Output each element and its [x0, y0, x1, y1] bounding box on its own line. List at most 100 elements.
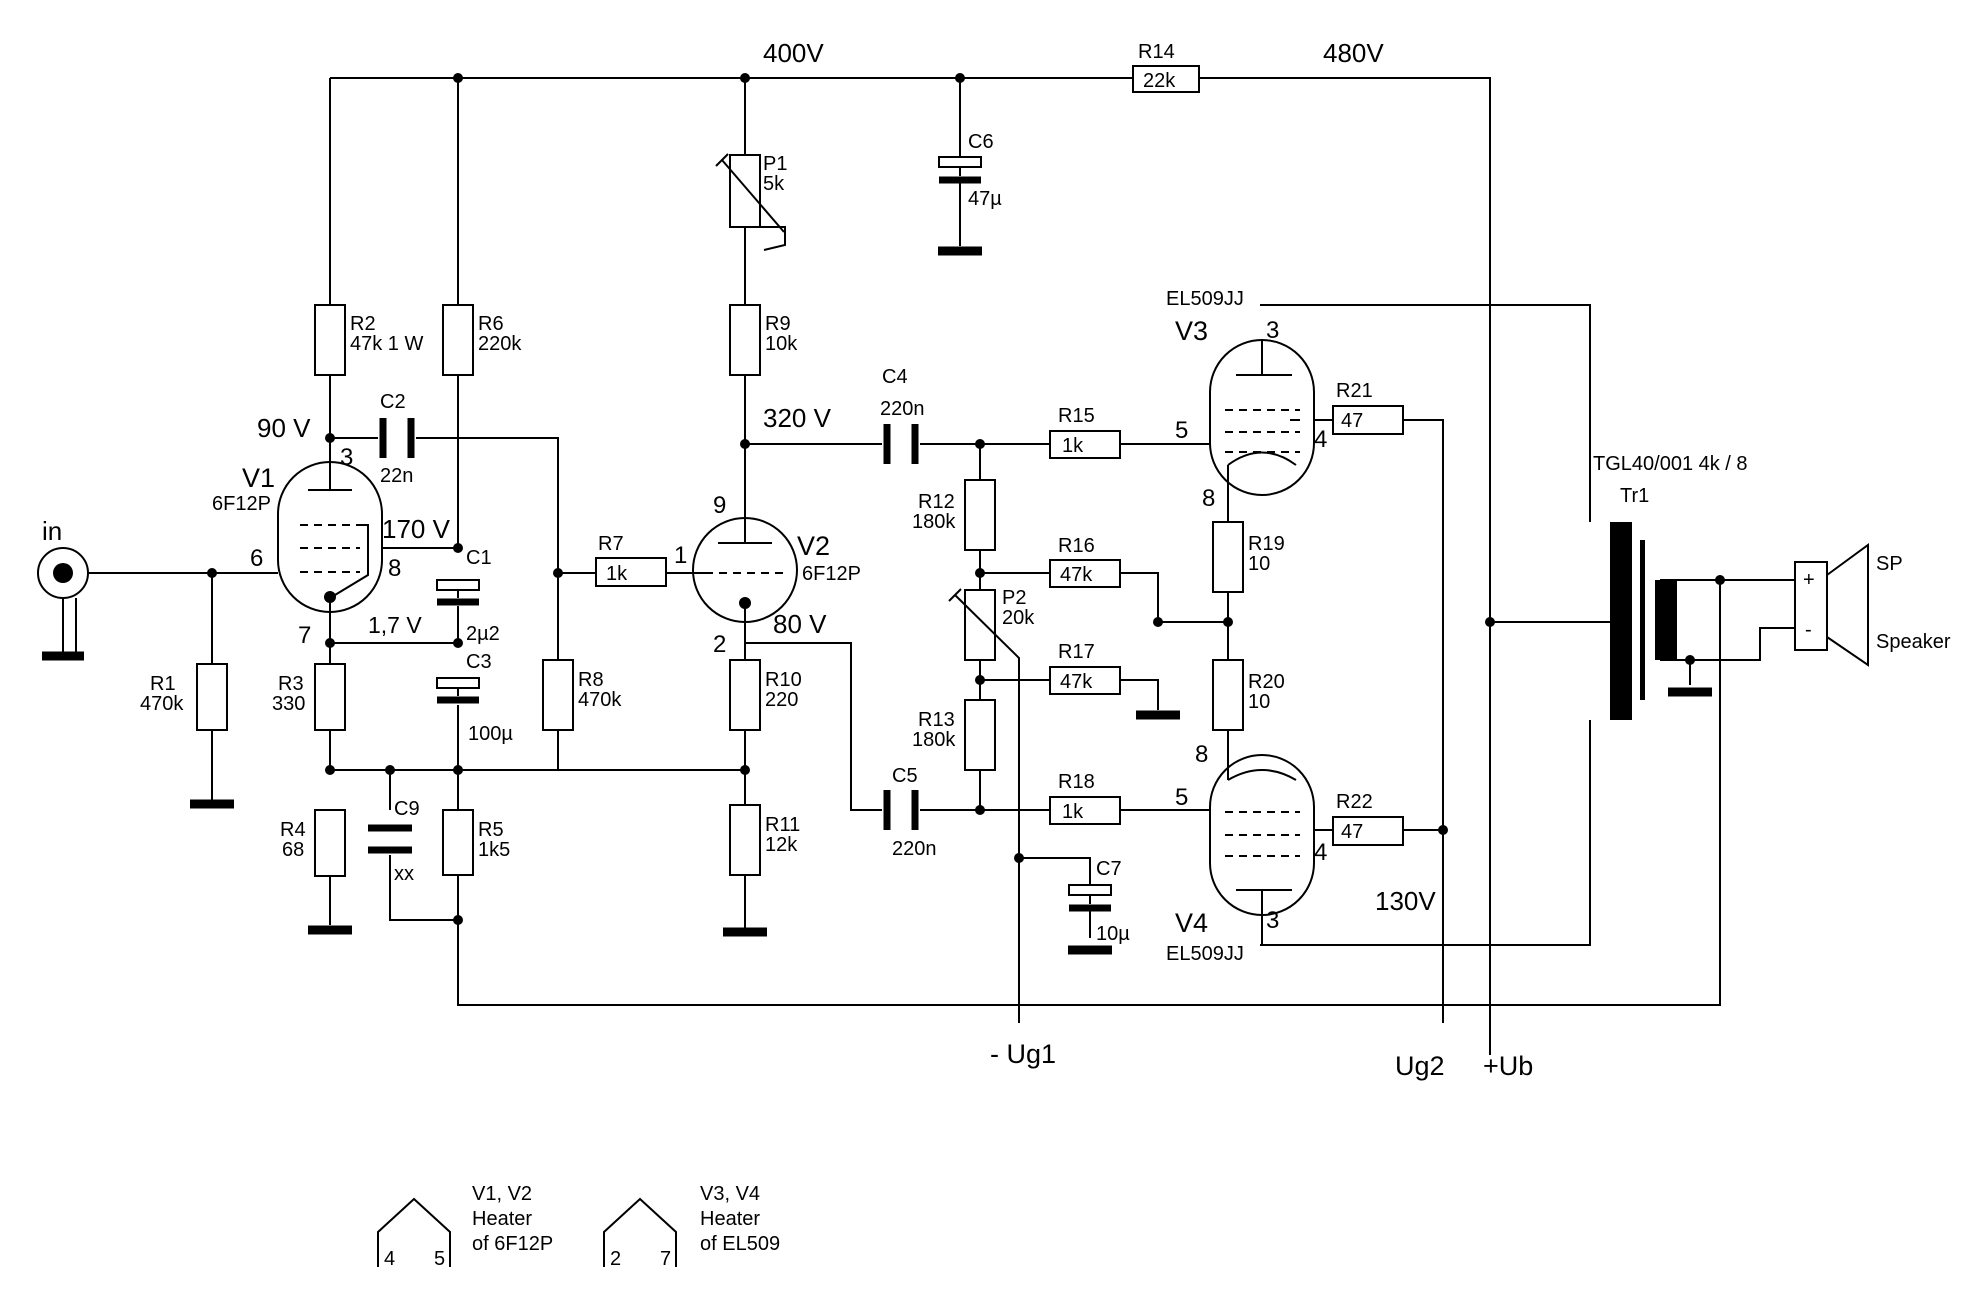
svg-text:1: 1 — [674, 542, 687, 569]
resistor-r6 — [442, 304, 474, 376]
resistor-r7 — [595, 557, 667, 587]
svg-text:1k: 1k — [1062, 435, 1084, 457]
svg-text:20k: 20k — [1002, 607, 1035, 629]
svg-text:C2: C2 — [380, 391, 406, 413]
svg-text:C5: C5 — [892, 765, 918, 787]
svg-text:47k: 47k — [1060, 671, 1093, 693]
svg-text:R19: R19 — [1248, 533, 1285, 555]
svg-text:1k5: 1k5 — [478, 839, 510, 861]
resistor-r16 — [1049, 559, 1121, 588]
svg-text:47: 47 — [1341, 410, 1363, 432]
capacitor-c1 — [436, 579, 480, 606]
svg-text:2: 2 — [713, 631, 726, 658]
terminal-ug1: - Ug1 — [990, 1039, 1056, 1069]
speaker-symbol — [1700, 543, 1869, 667]
svg-text:P2: P2 — [1002, 587, 1026, 609]
resistor-r15 — [1049, 430, 1121, 459]
svg-text:R22: R22 — [1336, 791, 1373, 813]
tube-v3 — [1209, 339, 1315, 496]
svg-text:R12: R12 — [918, 491, 955, 513]
svg-text:47k 1 W: 47k 1 W — [350, 333, 423, 355]
svg-text:220n: 220n — [892, 838, 937, 860]
svg-text:R16: R16 — [1058, 535, 1095, 557]
capacitor-c4 — [883, 424, 919, 464]
svg-text:C3: C3 — [466, 651, 492, 673]
svg-text:5: 5 — [1175, 784, 1188, 811]
svg-text:C9: C9 — [394, 798, 420, 820]
svg-text:Heater: Heater — [472, 1208, 532, 1230]
svg-text:220k: 220k — [478, 333, 522, 355]
svg-text:4: 4 — [1314, 839, 1327, 866]
svg-text:C6: C6 — [968, 131, 994, 153]
terminal-ub: +Ub — [1483, 1051, 1533, 1081]
input-jack — [37, 547, 89, 656]
svg-text:2µ2: 2µ2 — [466, 623, 500, 645]
svg-text:+: + — [1803, 569, 1815, 591]
svg-text:R15: R15 — [1058, 405, 1095, 427]
svg-text:R7: R7 — [598, 533, 624, 555]
svg-text:5: 5 — [434, 1248, 445, 1270]
tube-v4-name: V4 — [1175, 908, 1208, 938]
tube-v4-type: EL509JJ — [1166, 943, 1244, 965]
resistor-r8 — [542, 659, 574, 731]
svg-text:10: 10 — [1248, 691, 1270, 713]
capacitor-c3 — [436, 677, 480, 704]
resistor-r11 — [729, 804, 761, 876]
resistor-r2 — [314, 304, 346, 376]
svg-text:180k: 180k — [912, 511, 956, 533]
svg-text:470k: 470k — [140, 693, 184, 715]
wires — [75, 77, 1795, 1055]
resistor-r22 — [1332, 816, 1404, 846]
svg-text:10: 10 — [1248, 553, 1270, 575]
svg-text:100µ: 100µ — [468, 723, 513, 745]
capacitors — [368, 156, 1112, 912]
svg-text:xx: xx — [394, 863, 414, 885]
resistor-r4 — [314, 809, 346, 877]
svg-text:22k: 22k — [1143, 70, 1176, 92]
svg-text:3: 3 — [340, 444, 353, 471]
svg-text:22n: 22n — [380, 465, 413, 487]
resistor-r18 — [1049, 796, 1121, 825]
svg-text:1k: 1k — [606, 563, 628, 585]
svg-text:R8: R8 — [578, 669, 604, 691]
tube-v2-name: V2 — [797, 531, 830, 561]
capacitor-c7 — [1068, 884, 1112, 912]
tube-v3-name: V3 — [1175, 316, 1208, 346]
svg-text:470k: 470k — [578, 689, 622, 711]
pot-arrows — [715, 153, 1020, 680]
svg-text:R18: R18 — [1058, 771, 1095, 793]
svg-text:P1: P1 — [763, 153, 787, 175]
svg-text:R2: R2 — [350, 313, 376, 335]
svg-text:R3: R3 — [278, 673, 304, 695]
svg-text:6: 6 — [250, 545, 263, 572]
svg-text:of 6F12P: of 6F12P — [472, 1233, 553, 1255]
svg-text:4: 4 — [1314, 426, 1327, 453]
capacitor-c5 — [883, 790, 919, 830]
svg-text:47µ: 47µ — [968, 188, 1002, 210]
svg-text:R10: R10 — [765, 669, 802, 691]
svg-text:R1: R1 — [150, 673, 176, 695]
junction-dots — [207, 73, 1725, 925]
voltage-90v: 90 V — [257, 413, 311, 443]
svg-text:Heater: Heater — [700, 1208, 760, 1230]
tube-v2 — [692, 517, 798, 623]
capacitor-c9 — [368, 824, 412, 854]
capacitor-c2 — [379, 418, 415, 458]
svg-text:12k: 12k — [765, 834, 798, 856]
tube-v1-name: V1 — [242, 463, 275, 493]
resistor-r17 — [1049, 666, 1121, 695]
resistor-r19 — [1212, 521, 1244, 593]
svg-text:180k: 180k — [912, 729, 956, 751]
svg-text:R5: R5 — [478, 819, 504, 841]
resistor-bodies — [196, 65, 1404, 877]
resistor-r1 — [196, 663, 228, 731]
svg-text:47: 47 — [1341, 821, 1363, 843]
svg-text:2: 2 — [610, 1248, 621, 1270]
svg-text:330: 330 — [272, 693, 305, 715]
svg-text:7: 7 — [660, 1248, 671, 1270]
svg-text:3: 3 — [1266, 317, 1279, 344]
svg-text:C7: C7 — [1096, 858, 1122, 880]
svg-text:1k: 1k — [1062, 801, 1084, 823]
svg-text:R4: R4 — [280, 819, 306, 841]
